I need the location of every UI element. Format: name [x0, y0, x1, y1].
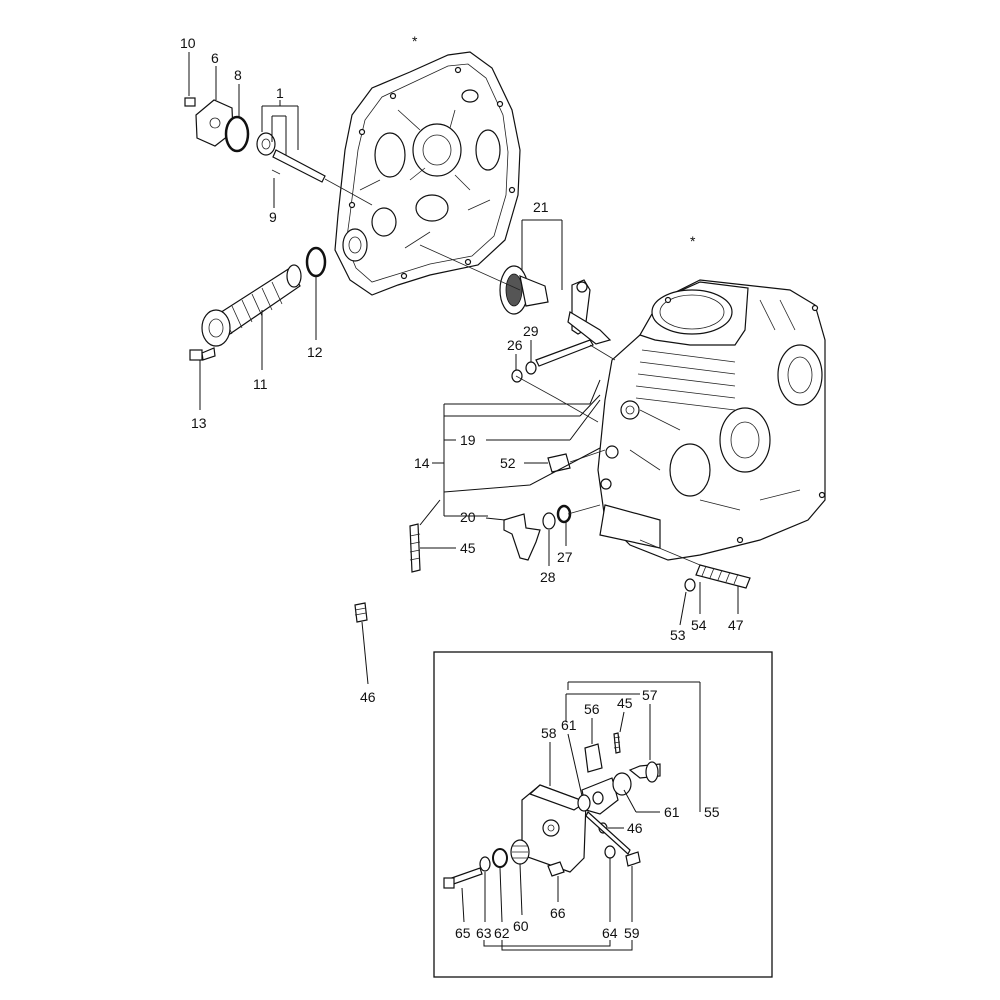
callout-28: 28 — [540, 569, 556, 585]
callout-21: 21 — [533, 199, 549, 215]
callout-66: 66 — [550, 905, 566, 921]
callout-64: 64 — [602, 925, 618, 941]
governor-shaft-group — [184, 97, 346, 191]
callout-46: 46 — [360, 689, 376, 705]
callout-1: 1 — [276, 85, 284, 101]
callout-57: 57 — [642, 687, 658, 703]
leader-lines — [188, 52, 739, 951]
callout-59: 59 — [624, 925, 640, 941]
callout-6: 6 — [211, 50, 219, 66]
callout-45: 45 — [460, 540, 476, 556]
callout-65: 65 — [455, 925, 471, 941]
callout-60: 60 — [513, 918, 529, 934]
callout-27: 27 — [557, 549, 573, 565]
callout-8: 8 — [234, 67, 242, 83]
detail-assembly — [443, 732, 661, 889]
callout-29: 29 — [523, 323, 539, 339]
oil-filter-group — [189, 246, 327, 361]
crankcase-cover — [334, 51, 521, 296]
callout-55: 55 — [704, 804, 720, 820]
callout-58: 58 — [541, 725, 557, 741]
callout-12: 12 — [307, 344, 323, 360]
callout-61-right: 61 — [664, 804, 680, 820]
callout-54: 54 — [691, 617, 707, 633]
callout-63: 63 — [476, 925, 492, 941]
asterisk-mark-block: * — [690, 233, 696, 249]
callout-56: 56 — [584, 701, 600, 717]
asterisk-mark-cover: * — [412, 33, 418, 49]
cylinder-block — [597, 279, 826, 561]
governor-gear-group — [499, 265, 612, 367]
callout-13: 13 — [191, 415, 207, 431]
callout-61: 61 — [561, 717, 577, 733]
callout-10: 10 — [180, 35, 196, 51]
callout-45-detail: 45 — [617, 695, 633, 711]
callout-62: 62 — [494, 925, 510, 941]
small-parts — [354, 361, 751, 623]
callout-52: 52 — [500, 455, 516, 471]
callout-20: 20 — [460, 509, 476, 525]
callout-11: 11 — [253, 376, 268, 392]
callout-26: 26 — [507, 337, 523, 353]
callout-53: 53 — [670, 627, 686, 643]
callout-labels: 10 6 8 1 9 12 11 13 21 29 26 19 14 52 20… — [180, 35, 744, 941]
alignment-lines — [344, 189, 701, 566]
detail-box — [433, 651, 773, 978]
callout-19: 19 — [460, 432, 476, 448]
callout-14: 14 — [414, 455, 430, 471]
callout-47: 47 — [728, 617, 744, 633]
callout-9: 9 — [269, 209, 277, 225]
callout-46-detail: 46 — [627, 820, 643, 836]
